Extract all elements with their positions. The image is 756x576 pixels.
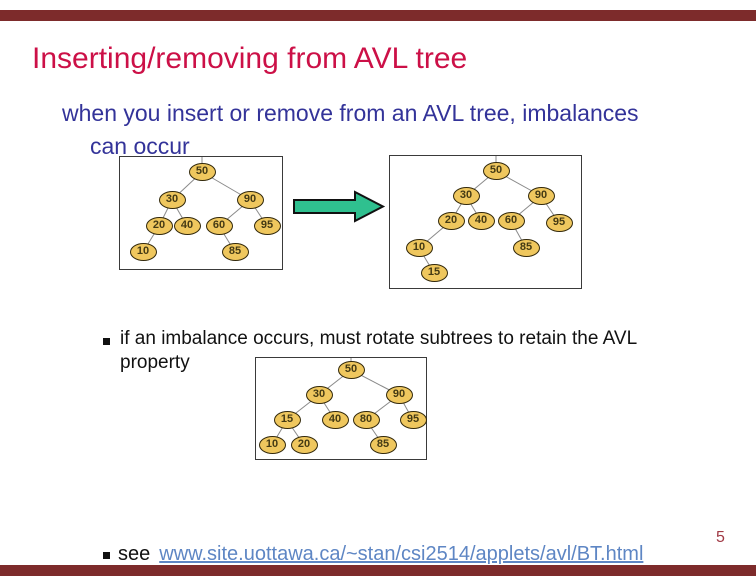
right-arrow-icon (293, 190, 386, 223)
tree-node-50: 50 (188, 163, 216, 181)
bullet-text-line1: if an imbalance occurs, must rotate subt… (120, 328, 638, 349)
bullet-square-icon (103, 338, 110, 345)
tree-node-90: 90 (527, 187, 555, 205)
bottom-border-bar (0, 565, 756, 576)
tree-node-85: 85 (221, 243, 249, 261)
tree-node-20: 20 (437, 212, 465, 230)
body-text-line2: can occur (90, 133, 190, 159)
slide-title: Inserting/removing from AVL tree (32, 42, 468, 75)
tree-node-15: 15 (420, 264, 448, 282)
tree-node-40: 40 (321, 411, 349, 429)
tree-node-60: 60 (205, 217, 233, 235)
tree-node-20: 20 (145, 217, 173, 235)
tree-node-95: 95 (545, 214, 573, 232)
tree-node-95: 95 (253, 217, 281, 235)
bullet-square-icon (103, 552, 110, 559)
tree-node-95: 95 (399, 411, 427, 429)
tree-node-30: 30 (158, 191, 186, 209)
tree-node-30: 30 (452, 187, 480, 205)
bullet-text-line2: property (120, 352, 190, 373)
tree-node-80: 80 (352, 411, 380, 429)
tree-node-60: 60 (497, 212, 525, 230)
tree-node-90: 90 (385, 386, 413, 404)
tree-node-40: 40 (173, 217, 201, 235)
tree-node-10: 10 (258, 436, 286, 454)
tree-node-10: 10 (405, 239, 433, 257)
tree-node-15: 15 (273, 411, 301, 429)
see-label: see (118, 543, 151, 565)
tree-node-90: 90 (236, 191, 264, 209)
tree-node-85: 85 (512, 239, 540, 257)
tree-node-40: 40 (467, 212, 495, 230)
tree-node-50: 50 (337, 361, 365, 379)
tree-node-10: 10 (129, 243, 157, 261)
tree-node-30: 30 (305, 386, 333, 404)
avl-applet-link[interactable]: www.site.uottawa.ca/~stan/csi2514/applet… (159, 543, 644, 565)
tree-node-85: 85 (369, 436, 397, 454)
page-number: 5 (716, 529, 725, 546)
tree-node-20: 20 (290, 436, 318, 454)
tree-node-50: 50 (482, 162, 510, 180)
body-text-line1: when you insert or remove from an AVL tr… (62, 100, 639, 126)
see-reference-row: see www.site.uottawa.ca/~stan/csi2514/ap… (103, 543, 643, 566)
top-border-bar (0, 10, 756, 21)
